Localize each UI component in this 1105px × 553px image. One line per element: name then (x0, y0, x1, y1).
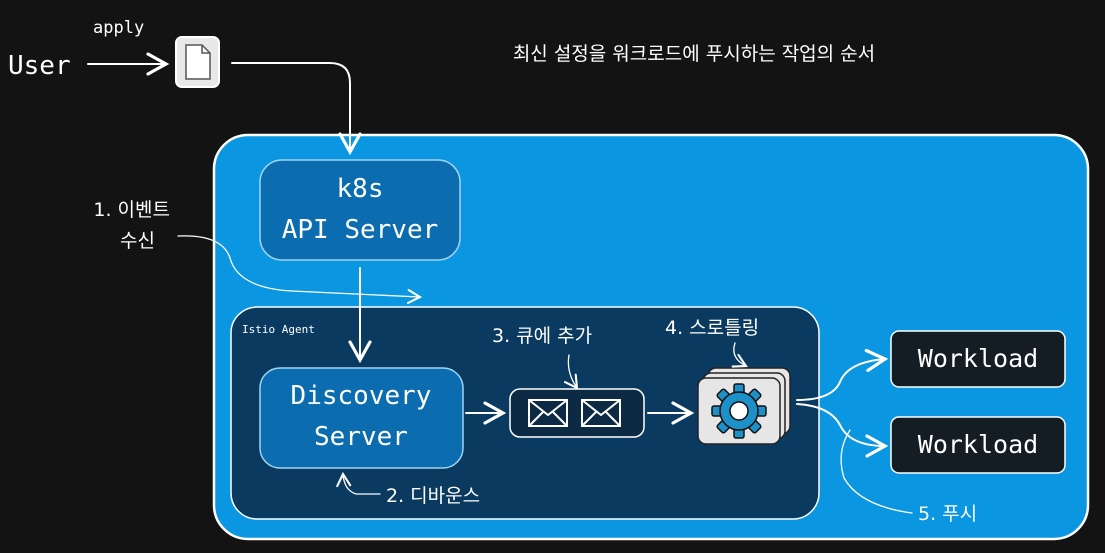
step1-label-line2: 수신 (120, 230, 155, 252)
api-server-label: API Server (282, 215, 439, 245)
step1-label-line1: 1. 이벤트 (93, 199, 170, 221)
step5-label: 5. 푸시 (918, 503, 977, 525)
arrow-step5-to-push (840, 429, 913, 514)
file-icon (175, 36, 220, 88)
istio-agent-label: Istio Agent (242, 323, 315, 336)
arrow-file-to-k8s (231, 62, 362, 156)
discovery-server-box (259, 367, 464, 469)
workload-box (890, 416, 1066, 474)
step4-label: 4. 스로틀링 (665, 317, 759, 339)
server-label: Server (314, 422, 408, 452)
queue-box (509, 388, 645, 438)
gear-icon (711, 383, 767, 439)
envelope-icon (581, 399, 621, 427)
annotation-step4-arrow (731, 342, 748, 368)
step2-label: 2. 디바운스 (386, 485, 480, 507)
step3-label: 3. 큐에 추가 (492, 325, 592, 347)
workload-label: Workload (918, 430, 1038, 459)
workload-label: Workload (918, 344, 1038, 373)
annotation-step3-arrow (563, 354, 579, 390)
arrow-gear-to-workload-2 (796, 403, 889, 458)
envelope-icon (528, 399, 568, 427)
workload-box (890, 330, 1066, 388)
annotation-step2-arrow (336, 471, 381, 495)
user-label: User (8, 51, 71, 81)
discovery-label: Discovery (291, 381, 432, 411)
apply-label: apply (93, 18, 144, 38)
k8s-api-server-box (259, 159, 461, 261)
arrow-gear-to-workload-1 (796, 348, 889, 401)
k8s-label: k8s (337, 174, 384, 204)
diagram-title: 최신 설정을 워크로드에 푸시하는 작업의 순서 (513, 43, 875, 65)
annotation-step1-arrow (177, 235, 423, 304)
